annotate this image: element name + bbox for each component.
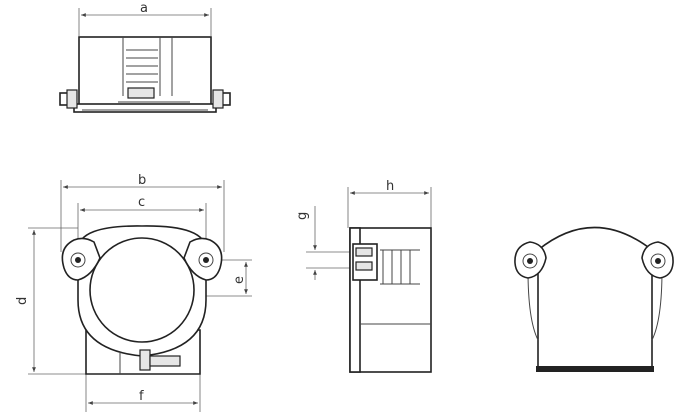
side-nut (355, 261, 373, 271)
top-latch (127, 87, 155, 99)
front-bore (89, 237, 195, 343)
front-hole-right (198, 252, 214, 268)
rear-hole-right-center (655, 258, 661, 264)
top-view: a (59, 1, 231, 113)
front-ear-right (183, 237, 223, 281)
rear-hole-left (522, 253, 538, 269)
front-hole-left (70, 252, 86, 268)
rear-view (514, 226, 674, 372)
rear-base-bar (536, 366, 654, 372)
front-hole-right-center (203, 257, 209, 263)
rear-hole-right (650, 253, 666, 269)
rear-arc-left (527, 269, 539, 341)
dim-b-label: b (138, 173, 146, 188)
dim-c-label: c (138, 195, 145, 210)
dim-d-label: d (15, 297, 30, 305)
dim-a-label: a (140, 1, 148, 16)
dim-e-label: e (232, 276, 247, 284)
front-latch (139, 349, 151, 371)
side-view: h g (295, 179, 432, 373)
rear-hole-left-center (527, 258, 533, 264)
top-base-plate (73, 103, 217, 113)
front-ear-left (61, 237, 101, 281)
front-hole-left-center (75, 257, 81, 263)
front-view: b c d e f (15, 173, 252, 412)
dim-g-label: g (295, 212, 310, 220)
top-nut-right (212, 89, 224, 109)
side-screw-head (355, 247, 373, 257)
front-lever (149, 355, 181, 367)
dim-h-label: h (386, 179, 394, 194)
rear-arc-right (651, 269, 663, 341)
top-nut-left (66, 89, 78, 109)
dim-f-label: f (139, 389, 144, 404)
rear-body (537, 226, 653, 369)
side-flange (349, 227, 361, 373)
